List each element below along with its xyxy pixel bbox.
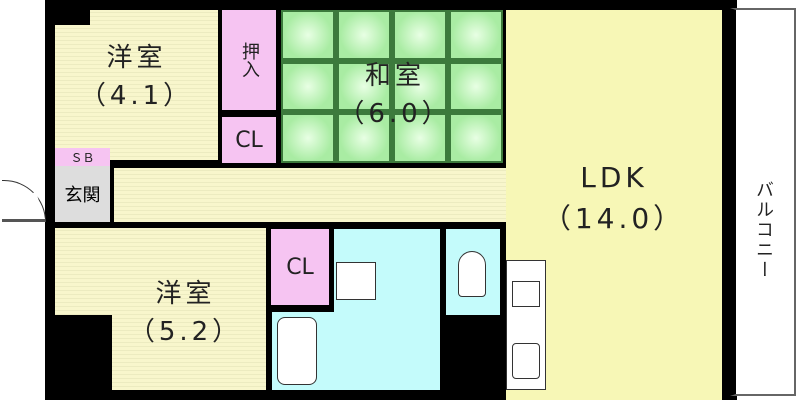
toilet (458, 251, 486, 297)
toilet-room (446, 229, 500, 315)
pillar (55, 315, 112, 400)
shoe-box-label: ＳＢ (70, 150, 95, 165)
western-room-2-size: （5.2） (128, 316, 243, 347)
entrance[interactable]: 玄関 (55, 166, 110, 222)
bathtub (277, 317, 317, 385)
hallway (114, 168, 506, 222)
western-room-1-name: 洋室 (106, 43, 167, 73)
assist-watermark (618, 245, 793, 355)
ldk-name: LDK (580, 161, 648, 194)
oshiire-closet: 押入 (222, 10, 276, 110)
sink (512, 281, 540, 307)
wall-notch (55, 10, 90, 25)
kitchen-counter (506, 260, 546, 390)
bathroom (272, 312, 384, 390)
closet-1-label: CL (235, 127, 263, 153)
western-room-1-size: （4.1） (79, 80, 194, 111)
closet-1: CL (222, 117, 276, 163)
balcony-label: バルコニー (753, 180, 774, 280)
japanese-room (281, 10, 503, 163)
stove (512, 343, 540, 379)
western-room-1: 洋室 （4.1） (55, 10, 218, 160)
japanese-room-size: （6.0） (338, 98, 452, 129)
ldk-size: （14.0） (542, 201, 686, 235)
western-room-2-name: 洋室 (155, 279, 216, 309)
oshiire-label: 押入 (239, 42, 260, 78)
closet-2: CL (271, 229, 329, 305)
shoe-box: ＳＢ (55, 148, 110, 166)
balcony: バルコニー (730, 8, 796, 396)
entrance-label: 玄関 (64, 185, 101, 206)
washing-machine (336, 262, 376, 300)
entrance-door[interactable] (2, 180, 46, 222)
japanese-room-name: 和室 (364, 61, 425, 91)
closet-2-label: CL (286, 254, 314, 280)
